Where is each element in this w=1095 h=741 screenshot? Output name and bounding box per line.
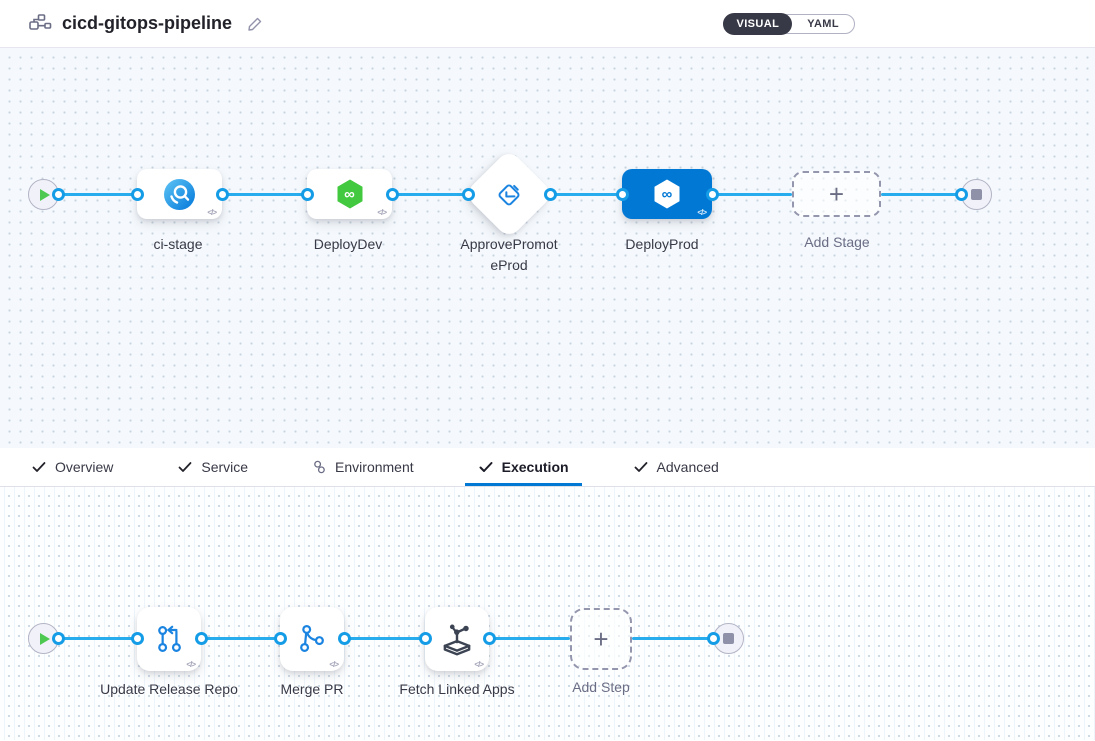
connector-port[interactable]: [706, 188, 719, 201]
stage-node-ci-stage[interactable]: </>: [137, 169, 222, 219]
connector-port[interactable]: [483, 632, 496, 645]
environment-status-icon: [314, 460, 325, 474]
stop-icon: [723, 633, 734, 644]
code-icon: </>: [329, 660, 339, 669]
pencil-icon[interactable]: [246, 15, 264, 33]
connector-port[interactable]: [131, 188, 144, 201]
connector-port[interactable]: [131, 632, 144, 645]
connector-port[interactable]: [462, 188, 475, 201]
toggle-visual-button[interactable]: VISUAL: [723, 12, 793, 35]
step-label: Merge PR: [280, 681, 344, 697]
flow-line: [58, 637, 137, 640]
add-stage-label: Add Stage: [804, 234, 870, 250]
connector-port[interactable]: [52, 632, 65, 645]
flow-line: [392, 193, 468, 196]
page-title: cicd-gitops-pipeline: [62, 13, 233, 33]
stage-label: DeployProd: [625, 236, 699, 252]
tab-service[interactable]: Service: [164, 448, 261, 486]
approval-check-icon: [498, 184, 520, 206]
check-icon: [479, 462, 493, 472]
connector-port[interactable]: [52, 188, 65, 201]
stage-label: ci-stage: [153, 236, 203, 252]
stage-tabs: Overview Service Environment Execution: [0, 448, 1095, 487]
plus-icon: +: [828, 179, 845, 209]
flow-line: [344, 637, 425, 640]
execution-canvas[interactable]: </> Update Release Repo </> Merge PR: [0, 487, 1095, 740]
connector-port[interactable]: [386, 188, 399, 201]
code-icon: </>: [186, 660, 196, 669]
connector-port[interactable]: [544, 188, 557, 201]
step-label: Fetch Linked Apps: [399, 681, 515, 697]
connector-port[interactable]: [301, 188, 314, 201]
toggle-yaml-button[interactable]: YAML: [807, 17, 839, 30]
plus-icon: +: [593, 624, 609, 654]
visual-yaml-toggle: VISUAL YAML: [723, 12, 855, 35]
tab-overview[interactable]: Overview: [18, 448, 126, 486]
add-stage-button[interactable]: +: [792, 171, 881, 217]
step-node-merge-pr[interactable]: </>: [280, 607, 344, 671]
add-step-button[interactable]: +: [570, 608, 632, 670]
connector-port[interactable]: [216, 188, 229, 201]
check-icon: [32, 462, 46, 472]
git-update-icon: [158, 625, 181, 652]
check-icon: [634, 462, 647, 472]
step-label: Update Release Repo: [100, 681, 238, 697]
play-icon: [40, 188, 50, 201]
connector-port[interactable]: [707, 632, 720, 645]
check-icon: [178, 462, 192, 472]
connector-port[interactable]: [955, 188, 968, 201]
stop-icon: [971, 189, 982, 200]
flow-line: [201, 637, 280, 640]
header: cicd-gitops-pipeline VISUAL YAML: [0, 0, 1095, 48]
ci-build-icon: [164, 178, 195, 210]
flow-line: [712, 193, 792, 196]
add-step-label: Add Step: [572, 679, 630, 695]
cd-hexagon-infinity-icon: ∞: [651, 178, 683, 210]
cd-hexagon-infinity-icon: ∞: [334, 178, 366, 210]
connector-port[interactable]: [195, 632, 208, 645]
connector-port[interactable]: [338, 632, 351, 645]
connector-port[interactable]: [274, 632, 287, 645]
stage-node-approvepromoteprod[interactable]: [463, 148, 555, 240]
stage-label: DeployDev: [313, 236, 383, 252]
code-icon: </>: [377, 208, 387, 217]
code-icon: </>: [207, 208, 217, 217]
git-merge-icon: [300, 624, 324, 652]
pipeline-graph-icon: [29, 13, 52, 30]
connector-port[interactable]: [616, 188, 629, 201]
play-icon: [40, 632, 50, 645]
flow-line: [58, 193, 137, 196]
connector-port[interactable]: [419, 632, 432, 645]
gitops-fetch-icon: [443, 624, 471, 656]
tab-advanced[interactable]: Advanced: [620, 448, 732, 486]
step-node-fetch-linked-apps[interactable]: </>: [425, 607, 489, 671]
step-node-update-release-repo[interactable]: </>: [137, 607, 201, 671]
flow-line: [489, 637, 570, 640]
stage-canvas[interactable]: </> ci-stage ∞ </> DeployDev: [0, 48, 1095, 448]
tab-environment[interactable]: Environment: [299, 448, 427, 486]
stage-node-deployprod[interactable]: ∞ </>: [622, 169, 712, 219]
flow-line: [222, 193, 307, 196]
code-icon: </>: [474, 660, 484, 669]
stage-label: ApprovePromot eProd: [460, 236, 558, 273]
tab-execution[interactable]: Execution: [464, 448, 582, 486]
code-icon: </>: [697, 208, 707, 217]
stage-node-deploydev[interactable]: ∞ </>: [307, 169, 392, 219]
flow-line: [550, 193, 622, 196]
flow-line: [632, 637, 713, 640]
flow-line: [881, 193, 961, 196]
